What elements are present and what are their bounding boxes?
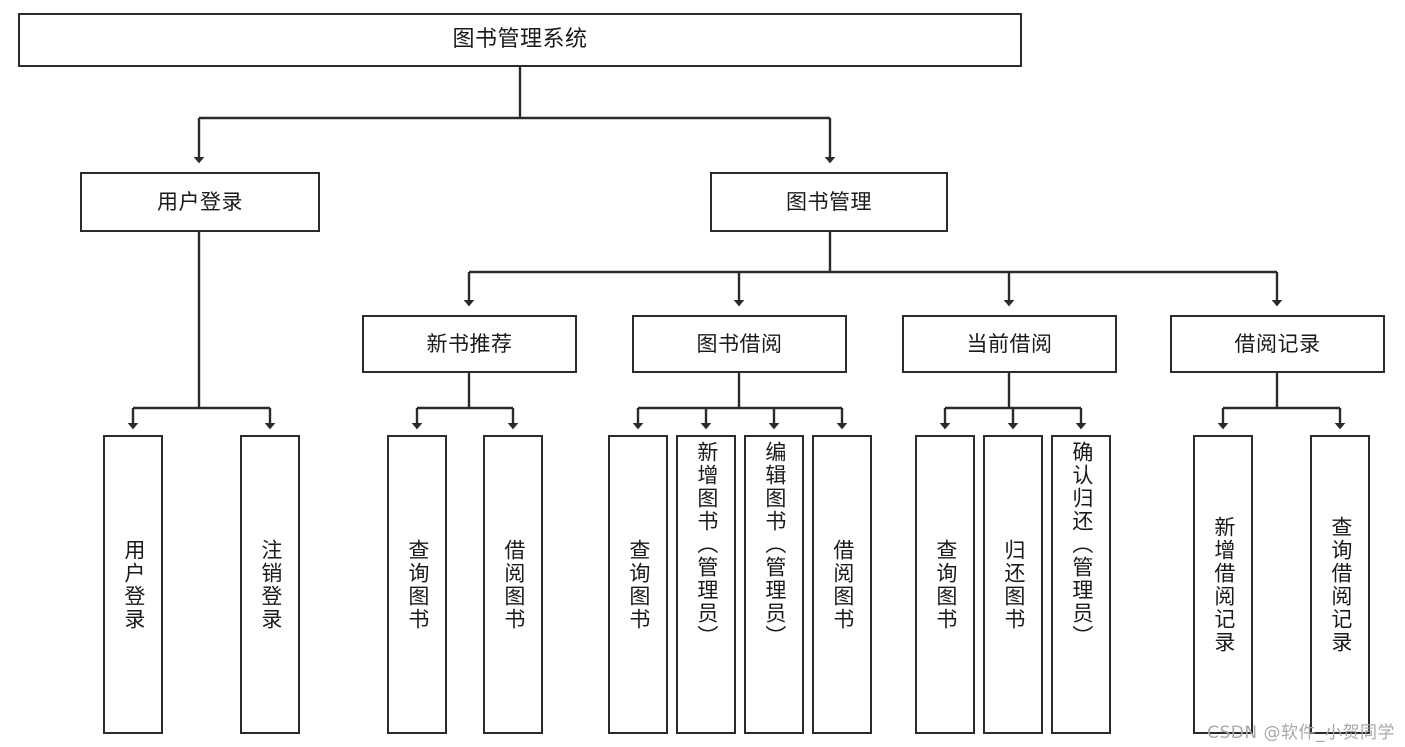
node-label: 注销登录: [258, 538, 283, 631]
node-label: 新增借阅记录: [1211, 515, 1236, 654]
node-label: 图书管理: [786, 189, 872, 214]
node-book-borrow[interactable]: 图书借阅: [632, 315, 847, 373]
node-leaf-query-book-new-rec[interactable]: 查询图书: [387, 435, 447, 734]
node-leaf-add-borrow-record[interactable]: 新增借阅记录: [1193, 435, 1253, 734]
node-leaf-user-logout[interactable]: 注销登录: [240, 435, 300, 734]
node-label: 当前借阅: [966, 331, 1053, 356]
node-label: 用户登录: [121, 538, 146, 631]
node-leaf-query-borrow-record[interactable]: 查询借阅记录: [1310, 435, 1370, 734]
node-label: 用户登录: [157, 189, 243, 214]
node-label: 查询图书: [405, 538, 430, 631]
node-label: 归还图书: [1001, 538, 1026, 631]
node-label: 查询图书: [626, 538, 651, 631]
node-leaf-query-book-current[interactable]: 查询图书: [915, 435, 975, 734]
node-leaf-edit-book-admin[interactable]: 编辑图书（管理员）: [744, 435, 804, 734]
node-book-management[interactable]: 图书管理: [710, 172, 948, 232]
node-label: 确认归还（管理员）: [1069, 441, 1094, 648]
node-label: 新增图书（管理员）: [694, 441, 719, 648]
node-leaf-query-book-borrow[interactable]: 查询图书: [608, 435, 668, 734]
node-label: 图书管理系统: [452, 27, 588, 53]
node-label: 编辑图书（管理员）: [762, 441, 787, 648]
node-leaf-add-book-admin[interactable]: 新增图书（管理员）: [676, 435, 736, 734]
node-label: 查询图书: [933, 538, 958, 631]
node-label: 查询借阅记录: [1328, 515, 1353, 654]
node-label: 图书借阅: [696, 331, 783, 356]
node-user-login[interactable]: 用户登录: [80, 172, 320, 232]
node-new-book-recommendation[interactable]: 新书推荐: [362, 315, 577, 373]
node-leaf-borrow-book-borrow[interactable]: 借阅图书: [812, 435, 872, 734]
node-leaf-borrow-book-new-rec[interactable]: 借阅图书: [483, 435, 543, 734]
node-label: 借阅记录: [1234, 331, 1321, 356]
node-label: 新书推荐: [426, 331, 513, 356]
node-leaf-confirm-return-admin[interactable]: 确认归还（管理员）: [1051, 435, 1111, 734]
node-leaf-return-book[interactable]: 归还图书: [983, 435, 1043, 734]
node-borrow-record[interactable]: 借阅记录: [1170, 315, 1385, 373]
watermark-text: CSDN @软件_小贺同学: [1207, 723, 1395, 743]
node-label: 借阅图书: [830, 538, 855, 631]
node-current-borrow[interactable]: 当前借阅: [902, 315, 1117, 373]
node-root-book-management-system[interactable]: 图书管理系统: [18, 13, 1022, 67]
node-label: 借阅图书: [501, 538, 526, 631]
node-leaf-user-login[interactable]: 用户登录: [103, 435, 163, 734]
